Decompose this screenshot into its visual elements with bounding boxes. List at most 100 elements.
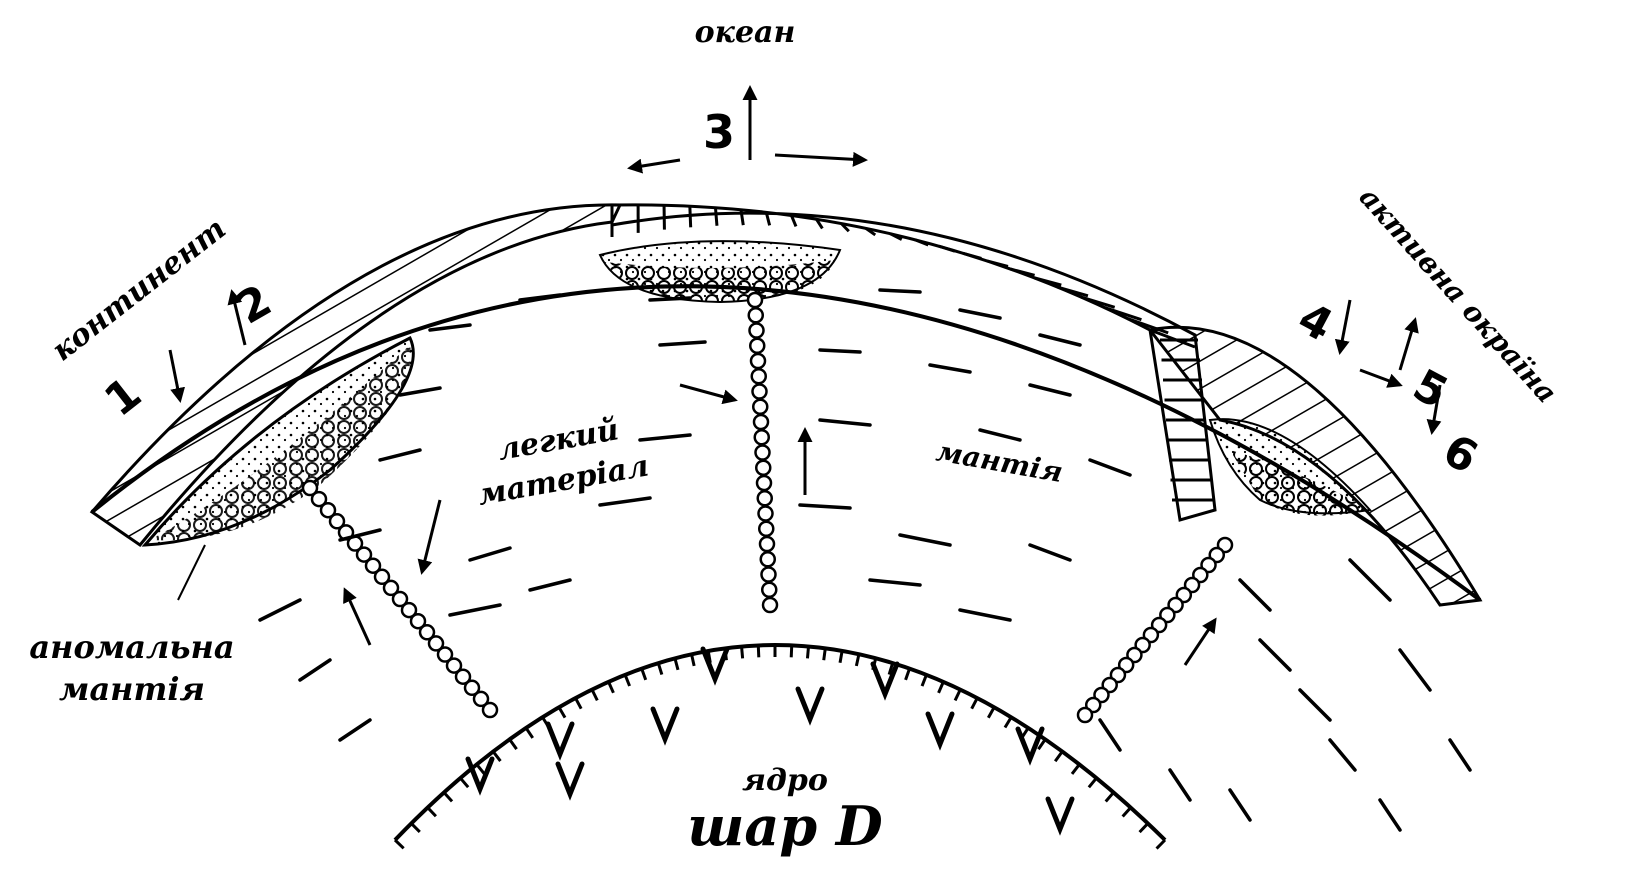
crust-segment: [1080, 295, 1116, 309]
v-mark: [1045, 796, 1075, 836]
margin-circles: [1230, 450, 1370, 516]
core-boundary-ticks: [393, 645, 1167, 850]
core-tick: [904, 668, 911, 681]
conduit-bead: [758, 520, 775, 537]
v-mark: [555, 761, 585, 801]
conduit-bead: [757, 505, 774, 522]
v-mark: [465, 756, 495, 796]
conduit-bead: [472, 690, 490, 708]
crust-segment: [889, 232, 903, 241]
crust-segment: [1057, 285, 1089, 298]
core-tick: [1037, 738, 1047, 751]
core-tick: [970, 697, 979, 710]
core-tick: [1121, 806, 1132, 818]
mantle-dash: [1228, 788, 1252, 822]
spread-right-arrow: [774, 151, 868, 167]
v-mark: [870, 661, 900, 701]
crust-segment: [1034, 276, 1062, 287]
mantle-dash: [428, 323, 472, 332]
conduit-bead: [301, 479, 319, 497]
core-tick: [442, 791, 454, 803]
mantle-dash: [1298, 688, 1332, 722]
mantle-dash: [298, 658, 332, 682]
core-tick: [1138, 822, 1149, 834]
mantle-dash: [398, 386, 442, 397]
conduit-bead: [755, 474, 773, 492]
core-tick: [789, 645, 794, 658]
conduit-bead: [481, 701, 499, 719]
mantle-dash: [468, 546, 512, 562]
mantle-dash: [978, 428, 1022, 442]
conduit-bead: [418, 624, 436, 641]
mantle-dash: [518, 293, 562, 302]
mantle-dash: [448, 603, 502, 617]
mantle-dash: [1168, 768, 1192, 802]
conduit-bead: [752, 413, 770, 431]
conduit-bead: [755, 459, 772, 476]
conduit-bead: [749, 352, 767, 370]
core-tick: [656, 662, 664, 675]
mantle-dash: [818, 348, 862, 354]
mantle-dash: [1398, 648, 1432, 692]
conduit-bead: [328, 513, 346, 530]
up-arrow-right: [1183, 617, 1217, 666]
v-mark: [1015, 726, 1045, 766]
vertical-movement-arrows: [168, 85, 1442, 435]
mantle-dash: [378, 448, 422, 462]
crust-segment: [688, 206, 693, 228]
mantle-dash: [1328, 738, 1357, 772]
arrow-5: [1398, 317, 1419, 371]
conduit-bead: [751, 383, 768, 400]
anomalous-pointer: [177, 544, 206, 601]
conduit-bead: [761, 581, 778, 598]
label-core: ядро: [742, 763, 828, 798]
oceanic-crust: [610, 203, 1217, 522]
core-tick: [491, 750, 502, 762]
core-tick: [1053, 750, 1064, 763]
mantle-dash: [818, 418, 872, 427]
core-tick: [987, 706, 996, 719]
label-ocean: океан: [695, 15, 796, 50]
conduit-bead: [364, 557, 382, 574]
core-tick: [1003, 716, 1013, 729]
core-tick: [524, 727, 534, 739]
crust-segment: [986, 259, 1009, 268]
label-anomalous-mantle-2: мантія: [59, 670, 205, 708]
mantle-dash: [1258, 638, 1292, 672]
core-tick: [887, 662, 895, 675]
mantle-flow-dashes: [258, 288, 1472, 832]
core-tick: [459, 777, 470, 789]
v-mark: [795, 686, 825, 726]
mantle-dash: [898, 533, 952, 547]
core-tick: [854, 653, 861, 667]
marker-6: 6: [1435, 425, 1486, 484]
mantle-dash: [1378, 798, 1402, 832]
mantle-dash: [658, 340, 707, 347]
crust-segment: [790, 214, 798, 228]
plume-conduits: [301, 291, 1234, 724]
label-layer-d: шар D: [687, 794, 883, 858]
mantle-dash: [598, 496, 652, 507]
core-tick: [607, 681, 615, 694]
core-tick: [1155, 838, 1167, 850]
conduit-bead: [759, 551, 776, 568]
conduit-bead: [760, 566, 777, 583]
spread-left-arrow: [627, 158, 681, 174]
conduit-bead: [445, 657, 463, 674]
mantle-dash: [1028, 543, 1072, 562]
core-tick: [393, 838, 405, 850]
mantle-dash: [958, 608, 1012, 622]
up-arrow-left: [343, 587, 372, 646]
mantle-dash: [958, 308, 1002, 320]
v-mark: [650, 706, 680, 746]
mantle-dash: [868, 578, 922, 587]
mantle-dash: [258, 598, 302, 622]
core-tick: [640, 668, 648, 681]
core-tick: [574, 697, 583, 710]
conduit-bead: [436, 646, 454, 663]
conduit-bead: [747, 307, 764, 324]
conduit-bead: [427, 635, 445, 652]
crust-segment: [938, 244, 956, 253]
mantle-dash: [798, 503, 852, 510]
